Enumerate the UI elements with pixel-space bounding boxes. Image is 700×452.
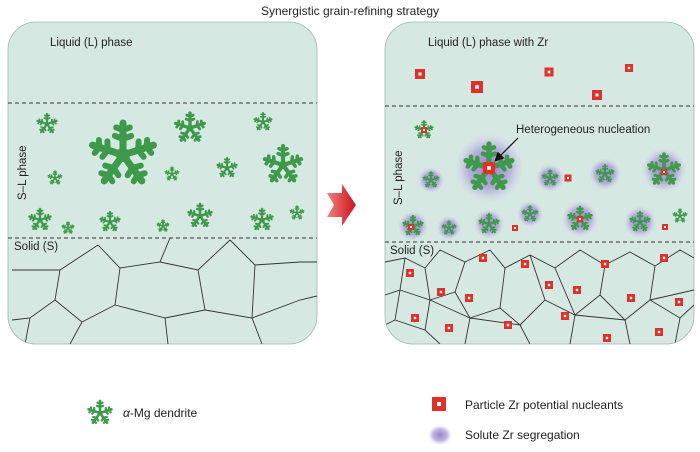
dendrite-icon [541,169,559,186]
zr-particle-icon [483,162,495,174]
nucleation-callout: Heterogeneous nucleation [516,124,650,136]
dendrite-icon [89,119,157,185]
zr-particle-icon [544,67,554,77]
zr-particle-icon [660,254,668,262]
zr-particle-icon [603,334,611,342]
left-sl-label: S–L phase [17,145,29,200]
left-grain-boundaries [11,237,317,344]
left-liquid-label: Liquid (L) phase [50,37,132,49]
legend-particle-icon [432,397,446,411]
dendrite-icon [414,120,434,139]
dendrite-icon [87,399,113,425]
zr-particle-icon [512,225,518,231]
diagram-title: Synergistic grain-refining strategy [261,4,439,18]
zr-particle-icon [675,298,683,306]
dendrite-icon [629,210,651,232]
zr-particle-icon [504,321,512,329]
dendrite-icon [99,210,121,232]
dendrite-icon [441,220,457,235]
dendrite-icon [47,170,63,185]
dendrite-icon [164,166,180,181]
legend-dendrite-label: α-Mg dendrite [123,406,198,420]
dendrite-icon [61,221,75,234]
dendrite-icon [250,207,274,231]
dendrite-icon [36,112,58,134]
transition-arrow [327,184,356,226]
dendrite-icon [262,143,304,183]
dendrite-icon [156,219,170,232]
nucleation-callout-arrow [494,137,519,162]
right-grain-boundaries [385,249,694,344]
zr-particle-icon [545,281,553,289]
dendrite-icon [672,208,688,223]
legend: α-Mg dendrite Particle Zr potential nucl… [87,397,623,445]
zr-particle-icon [406,269,414,277]
zr-particle-icon [577,216,583,222]
dendrite-icon [289,205,305,220]
zr-particle-icon [601,260,609,268]
zr-particle-icon [415,69,425,79]
right-sl-label: S–L phase [393,150,405,205]
zr-particle-icon [564,174,572,182]
zr-particle-icon [521,260,529,268]
legend-dendrite-text: -Mg dendrite [130,406,198,420]
right-solid-label: Solid (S) [390,245,434,257]
zr-particle-icon [662,224,668,230]
zr-particle-icon [479,254,487,262]
zr-particle-icon [573,286,581,294]
dendrite-icon [253,112,273,131]
zr-particle-icon [561,312,569,320]
zr-particle-icon [592,90,602,100]
left-dendrites [28,111,305,234]
zr-particle-icon [408,224,414,230]
right-zr-particles [406,64,683,342]
dendrite-icon [595,164,615,183]
legend-particle-label: Particle Zr potential nucleants [465,398,623,412]
zr-particle-icon [661,169,667,175]
zr-particle-icon [421,127,427,133]
zr-particle-icon [437,288,445,296]
left-panel: Liquid (L) phase S–L phase Solid (S) [7,21,318,345]
zr-particle-icon [625,64,633,72]
right-liquid-label: Liquid (L) phase with Zr [428,37,548,49]
legend-dendrite-prefix: α [123,406,131,420]
legend-dendrite-icon [87,399,113,425]
dendrite-icon [478,212,500,234]
dendrite-icon [187,202,213,228]
zr-particle-icon [465,294,473,302]
dendrite-icon [422,171,440,188]
legend-solute-icon [428,425,452,445]
zr-particle-icon [655,328,663,336]
dendrite-icon [28,207,52,231]
zr-particle-icon [627,294,635,302]
legend-solute-label: Solute Zr segregation [465,428,580,442]
dendrite-icon [216,156,238,178]
zr-particle-icon [445,324,453,332]
left-solid-label: Solid (S) [14,241,58,253]
right-panel: Liquid (L) phase with Zr S–L phase Solid… [384,21,695,345]
dendrite-icon [174,111,206,142]
dendrite-icon [521,205,539,222]
left-panel-background [7,21,318,345]
zr-particle-icon [471,81,483,93]
zr-particle-icon [411,314,419,322]
